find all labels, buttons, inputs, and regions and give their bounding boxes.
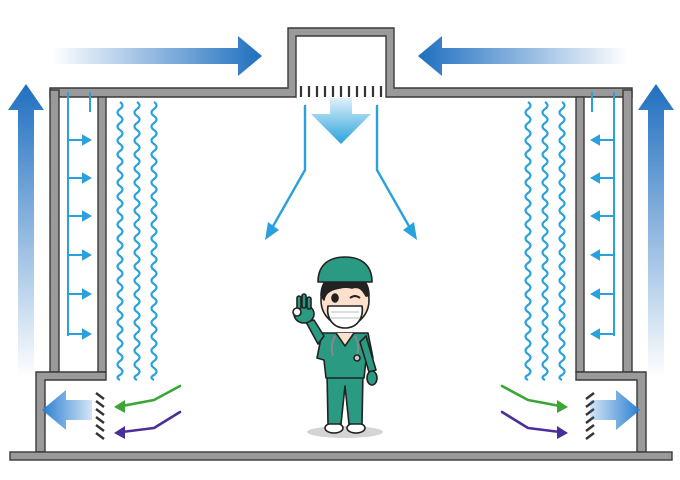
supply-arrow-top-left <box>52 36 262 76</box>
wavy-air-line <box>150 101 158 381</box>
right-column-arrowheads <box>589 134 614 340</box>
downflow-big-arrow <box>311 98 371 144</box>
airflow-arrow-right-head <box>403 222 417 240</box>
left-inner-wall <box>97 96 107 373</box>
left-column-arrowheads <box>68 134 93 340</box>
surgeon-figure <box>292 256 383 438</box>
airflow-arrow-left-head <box>265 222 279 240</box>
diverging-airflow <box>270 104 412 230</box>
left-eye <box>331 293 339 303</box>
ceiling-vent <box>299 86 383 97</box>
winking-eye <box>349 295 361 299</box>
return-arrows-right <box>500 384 562 434</box>
right-inner-wall <box>575 96 585 373</box>
return-arrow-up-right <box>638 84 674 378</box>
wavy-air-line <box>558 101 566 381</box>
exhaust-arrow-right <box>590 390 640 430</box>
building-structure <box>9 27 673 461</box>
scrub-pants <box>326 371 364 425</box>
wavy-air-lines <box>116 101 566 381</box>
wavy-air-line <box>524 101 532 381</box>
floor <box>9 451 673 461</box>
supply-air-arrows <box>8 36 674 378</box>
left-return-vent <box>95 392 105 440</box>
ok-hand-glove <box>292 293 315 324</box>
return-arrows-left <box>120 384 182 434</box>
supply-arrow-top-right <box>418 36 628 76</box>
lowered-glove <box>366 370 378 386</box>
wavy-air-line <box>541 101 549 381</box>
face-mask <box>326 305 364 329</box>
right-outer-wall <box>622 89 633 373</box>
wavy-air-line <box>116 101 124 381</box>
return-arrowheads-right <box>557 400 568 439</box>
exhaust-arrow-left <box>42 390 92 430</box>
wavy-air-line <box>133 101 141 381</box>
left-outer-wall <box>49 89 60 373</box>
right-column-airflow <box>591 92 615 336</box>
raised-arm <box>305 319 325 345</box>
surgical-cap <box>317 256 373 283</box>
return-arrow-up-left <box>8 84 44 378</box>
return-arrowheads-left <box>114 400 125 439</box>
left-column-airflow <box>67 92 91 336</box>
scrub-top <box>316 332 374 379</box>
figure-shadow <box>307 426 383 438</box>
